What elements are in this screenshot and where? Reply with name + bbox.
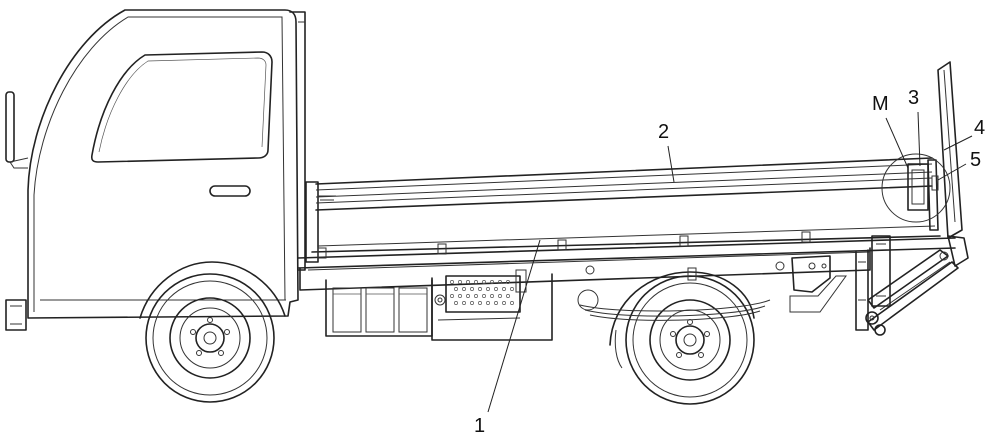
label-1: 1 bbox=[474, 415, 485, 437]
label-5: 5 bbox=[970, 149, 981, 171]
label-3: 3 bbox=[908, 87, 919, 109]
leader-lines bbox=[487, 111, 973, 413]
rear-wheel bbox=[577, 267, 771, 405]
label-2: 2 bbox=[658, 121, 669, 143]
front-wheel bbox=[145, 273, 275, 403]
callout-labels: 2 1 M 3 4 5 bbox=[474, 87, 985, 437]
chassis bbox=[299, 247, 871, 291]
vent-holes bbox=[450, 280, 514, 305]
cab bbox=[5, 9, 306, 331]
detail-circle-m bbox=[881, 153, 951, 223]
side-boxes bbox=[325, 269, 553, 341]
cargo-bed bbox=[297, 157, 956, 269]
tail-lift bbox=[789, 61, 969, 336]
label-m: M bbox=[872, 93, 889, 115]
label-4: 4 bbox=[974, 117, 985, 139]
